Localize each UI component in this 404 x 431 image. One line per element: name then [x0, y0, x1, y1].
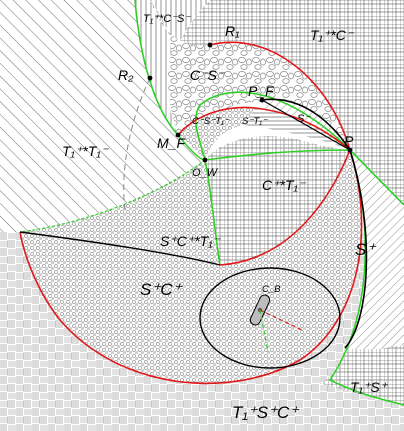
vehicle-ellipse [199, 267, 341, 369]
label-bottom: T₁⁺S⁺C⁺ [232, 403, 300, 422]
red-curve-inner [177, 106, 351, 266]
green-curve-lower [204, 159, 221, 266]
label-upper-middle: C⁻S⁻ [190, 67, 226, 83]
label-point-P: P [344, 133, 354, 149]
label-point-R2: R₂ [118, 67, 134, 83]
label-point-OW: O_W [192, 167, 219, 179]
region-bottom-center-fill [20, 150, 362, 384]
black-curve-right [261, 98, 368, 349]
green-curve-bottom [204, 149, 404, 406]
label-point-R1: R₁ [225, 23, 240, 39]
region-left-fill [0, 0, 205, 232]
black-curve-left [19, 231, 221, 266]
black-curve-ray [261, 99, 351, 151]
dashed-arc [123, 77, 151, 211]
point-MF-dot [175, 132, 181, 138]
label-center-left: S⁺C⁺*T₁⁻ [160, 233, 222, 249]
label-top-left: T₁⁺*C⁻S⁻ [143, 13, 191, 25]
green-curve-top [195, 91, 404, 206]
label-small-right: S⁻ [297, 113, 311, 125]
green-curve-upper [134, 0, 206, 161]
region-top-left-fill [135, 0, 210, 135]
label-point-PF: P_F [248, 83, 275, 99]
label-vehicle: C_B [262, 284, 281, 295]
region-right-fill [345, 150, 404, 350]
point-PF-dot [259, 97, 265, 103]
label-bottom-center: S⁺C⁺ [140, 280, 184, 299]
label-top-right: T₁⁺*C⁻ [310, 27, 355, 43]
red-curve-outer [19, 41, 363, 385]
point-R2-dot [147, 75, 153, 81]
region-center-right-fill [205, 136, 350, 265]
region-inner-left-fill [178, 107, 255, 160]
label-inner-right: S⁻T₁⁻ [242, 116, 268, 127]
vehicle-green-dash [259, 309, 269, 353]
point-R1-dot [207, 42, 213, 48]
region-top-right-fill [150, 0, 404, 205]
label-center-right: C⁺*T₁⁻ [262, 177, 307, 193]
point-P-dot [347, 147, 353, 153]
point-OW-dot [202, 157, 208, 163]
region-center-left-fill [20, 160, 220, 265]
label-point-MF: M_F [157, 135, 186, 151]
label-right: S⁺ [355, 240, 377, 259]
label-bottom-right: T₁⁺S⁺ [350, 379, 389, 395]
label-inner-left: C⁻S⁻T₁⁻ [192, 116, 230, 127]
region-inner-right-fill [245, 108, 350, 150]
vehicle-red-dash [259, 309, 303, 331]
region-bottom-right-fill [320, 345, 404, 405]
label-left: T₁⁺*T₁⁻ [62, 143, 110, 159]
